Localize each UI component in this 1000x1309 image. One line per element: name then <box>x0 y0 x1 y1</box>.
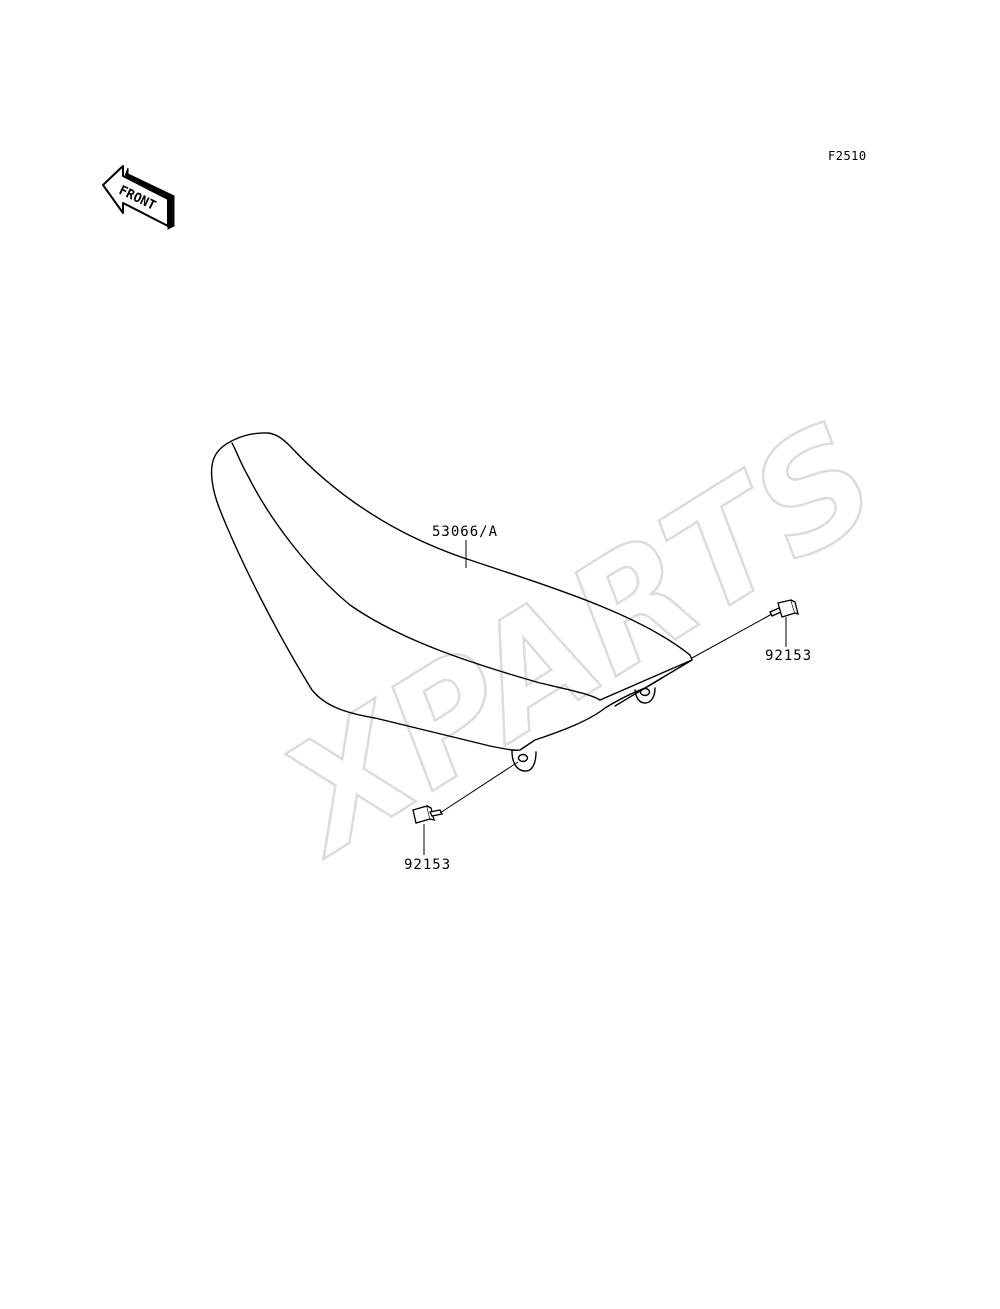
leader-lines <box>423 540 787 855</box>
part-label-seat[interactable]: 53066/A <box>432 524 499 540</box>
bolt-right-illustration <box>769 599 799 618</box>
front-arrow-icon: FRONT <box>102 165 175 230</box>
bolt-left-illustration <box>412 805 443 824</box>
watermark-text: XPARTS <box>250 389 908 890</box>
figure-code: F2510 <box>828 149 867 163</box>
part-label-bolt-right[interactable]: 92153 <box>765 648 813 664</box>
seat-illustration <box>210 432 693 772</box>
watermark: XPARTS <box>249 387 909 891</box>
part-label-bolt-left[interactable]: 92153 <box>404 857 452 873</box>
